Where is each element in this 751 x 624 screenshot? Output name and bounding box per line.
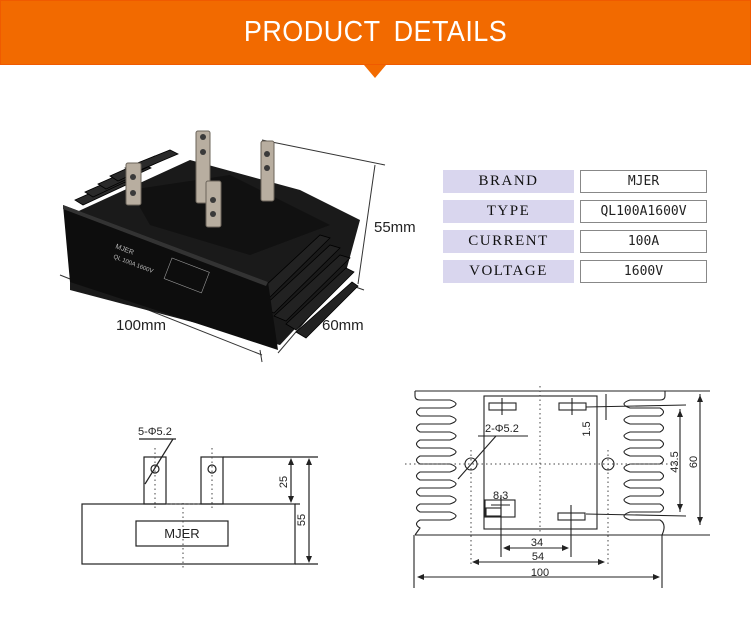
top-terminal-width: 8.3 — [493, 490, 508, 502]
header-banner: PRODUCT DETAILS — [0, 0, 751, 65]
spec-label: BRAND — [443, 170, 574, 193]
spec-row-voltage: VOLTAGE 1600V — [443, 260, 707, 284]
top-terminal-spacing: 34 — [531, 537, 543, 549]
side-brand-label: MJER — [164, 526, 199, 541]
banner-pointer — [364, 65, 386, 78]
spec-row-brand: BRAND MJER — [443, 170, 707, 194]
spec-value: MJER — [580, 170, 707, 193]
heatsink-body: MJER QL 100A 1600V — [63, 149, 360, 350]
spec-label: TYPE — [443, 200, 574, 223]
spec-value: 1600V — [580, 260, 707, 283]
svg-text:QL 100A 1600V: QL 100A 1600V — [112, 254, 154, 275]
photo-length-label: 100mm — [116, 317, 166, 334]
side-total-height: 55 — [296, 514, 308, 526]
top-offset-label: 1.5 — [581, 421, 593, 436]
top-inner-height: 43.5 — [669, 451, 681, 472]
photo-dimension-lines — [59, 139, 386, 363]
side-terminal-height: 25 — [278, 476, 290, 488]
spec-value: QL100A1600V — [580, 200, 707, 223]
spec-table: BRAND MJER TYPE QL100A1600V CURRENT 100A… — [443, 170, 707, 290]
spec-label: VOLTAGE — [443, 260, 574, 283]
spec-row-type: TYPE QL100A1600V — [443, 200, 707, 224]
spec-row-current: CURRENT 100A — [443, 230, 707, 254]
svg-text:MJER: MJER — [114, 243, 134, 256]
side-hole-note: 5-Φ5.2 — [138, 426, 172, 438]
photo-height-label: 55mm — [374, 219, 416, 236]
banner-title: PRODUCT DETAILS — [243, 16, 508, 48]
top-total-width: 60 — [688, 456, 700, 468]
top-total-length: 100 — [531, 567, 549, 579]
top-hole-spacing: 54 — [532, 551, 544, 563]
photo-width-label: 60mm — [322, 317, 364, 334]
terminals — [125, 130, 275, 228]
spec-value: 100A — [580, 230, 707, 253]
top-hole-note: 2-Φ5.2 — [485, 423, 519, 435]
spec-label: CURRENT — [443, 230, 574, 253]
